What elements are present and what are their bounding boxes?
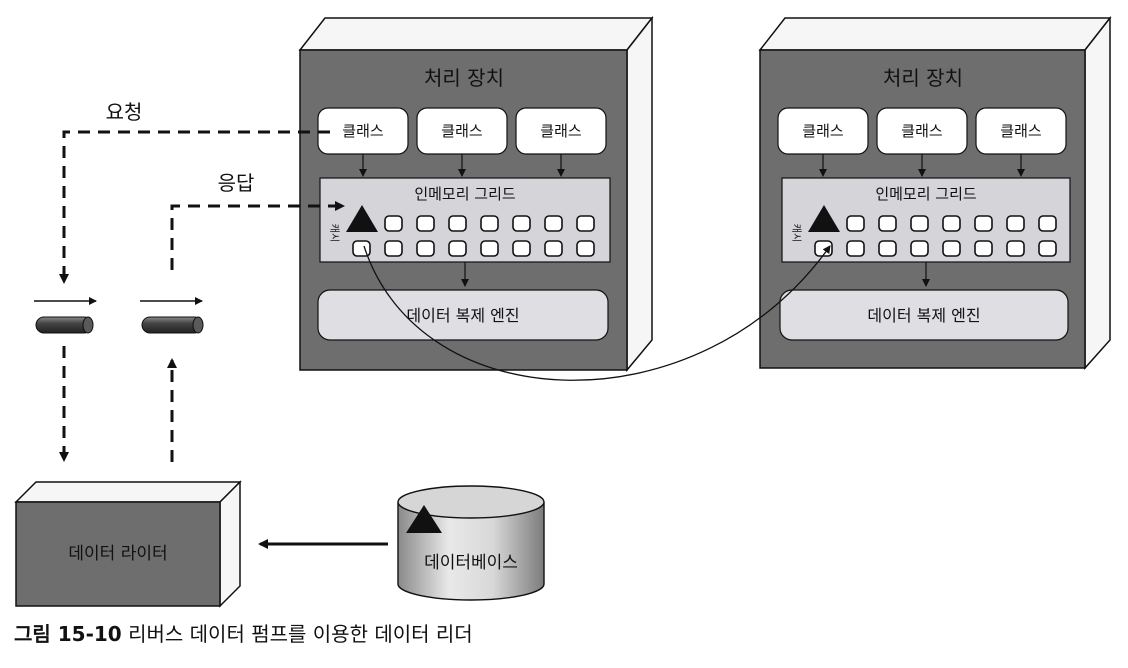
- unit-1-grid-label: 인메모리 그리드: [414, 185, 516, 203]
- unit-1-class-label-2: 클래스: [441, 122, 483, 140]
- unit-1-title: 처리 장치: [424, 66, 504, 90]
- unit-2-title: 처리 장치: [883, 66, 963, 90]
- unit-1-engine-label: 데이터 복제 엔진: [406, 306, 519, 325]
- unit-2-cache-cells: [814, 215, 1057, 257]
- figure-caption-label: 그림 15-10: [14, 622, 122, 646]
- unit-1-class-label-1: 클래스: [342, 122, 384, 140]
- database-icon: 데이터베이스: [397, 485, 545, 601]
- unit-2-class-label-3: 클래스: [1000, 122, 1042, 140]
- unit-1-cache-label: 캐시: [328, 224, 340, 242]
- unit-2-class-label-2: 클래스: [901, 122, 943, 140]
- request-queue-icon: [34, 297, 97, 334]
- request-path: [59, 130, 330, 284]
- response-path: [170, 201, 345, 270]
- response-label: 응답: [218, 171, 255, 195]
- processing-unit-2: 처리 장치 클래스 클래스 클래스 인메모리 그리드 캐시: [758, 15, 1112, 370]
- database-label: 데이터베이스: [424, 553, 518, 573]
- replication-curve: [363, 245, 831, 381]
- figure-caption-text: 리버스 데이터 펌프를 이용한 데이터 리더: [128, 622, 473, 646]
- processing-unit-1: 처리 장치 클래스 클래스 클래스 인메모리 그리드 캐시: [298, 15, 654, 373]
- response-queue-icon: [140, 297, 204, 334]
- unit-2-replication-engine: [779, 289, 1069, 341]
- unit-2-engine-label: 데이터 복제 엔진: [867, 306, 980, 325]
- unit-1-cache-cells: [352, 215, 595, 257]
- unit-2-grid-label: 인메모리 그리드: [875, 185, 977, 203]
- unit-2-cache-triangle: [808, 205, 840, 232]
- data-writer-box: 데이터 라이터: [14, 480, 242, 608]
- unit-1-replication-engine: [317, 289, 609, 341]
- unit-1-cache-triangle: [346, 205, 378, 232]
- data-writer-label: 데이터 라이터: [68, 544, 167, 564]
- unit-2-cache-label: 캐시: [790, 224, 802, 242]
- unit-1-class-label-3: 클래스: [540, 122, 582, 140]
- unit-2-class-label-1: 클래스: [802, 122, 844, 140]
- request-label: 요청: [106, 100, 143, 124]
- figure-caption: 그림 15-10 리버스 데이터 펌프를 이용한 데이터 리더: [14, 618, 473, 647]
